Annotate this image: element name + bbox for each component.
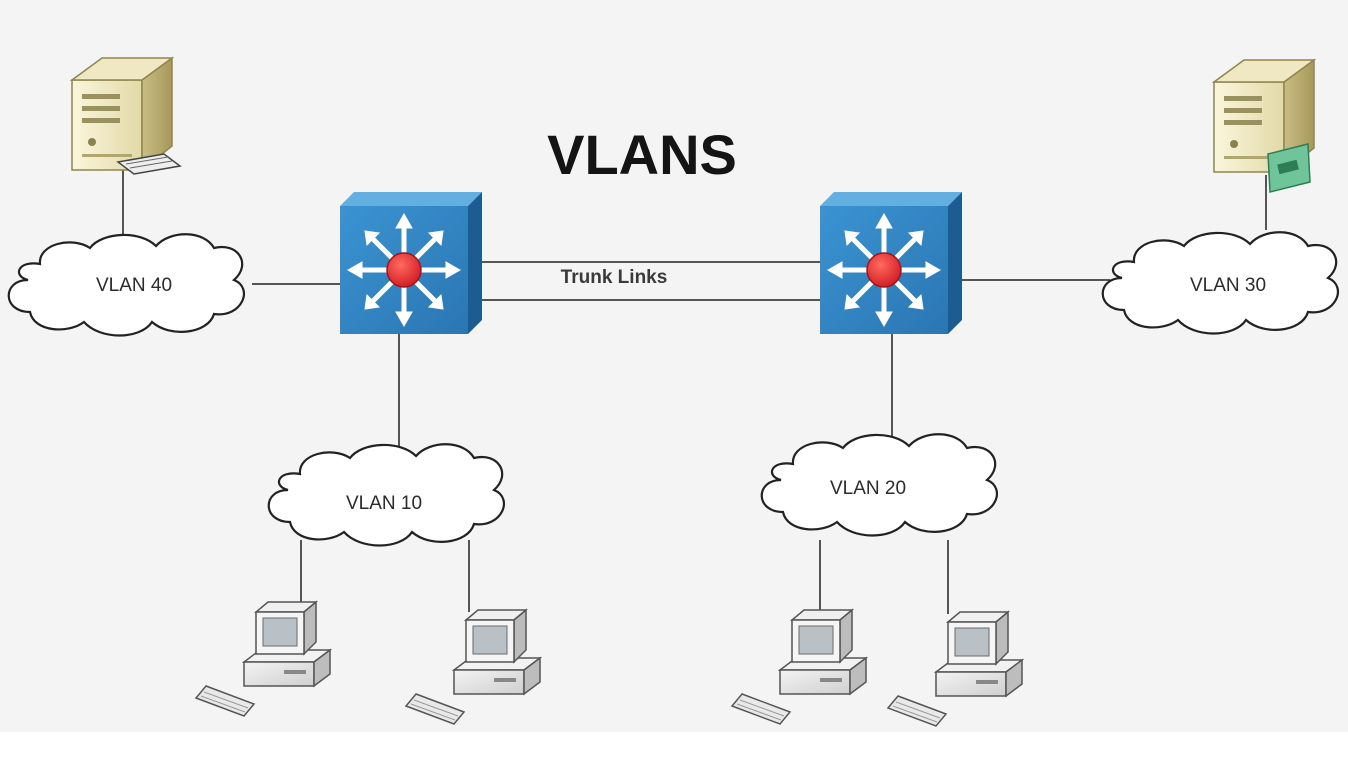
- server-left-icon: [71, 57, 182, 175]
- diagram-title: VLANS: [547, 123, 737, 186]
- vlan40-label: VLAN 40: [96, 275, 172, 296]
- vlan30-label: VLAN 30: [1190, 275, 1266, 296]
- vlan10-label: VLAN 10: [346, 493, 422, 514]
- vlan20-label: VLAN 20: [830, 478, 906, 499]
- switch-right-icon: [820, 192, 962, 334]
- links: [122, 170, 1267, 614]
- trunk-links-label: Trunk Links: [561, 267, 668, 288]
- bottom-margin: [0, 732, 1348, 768]
- server-right-icon: [1213, 59, 1315, 193]
- switch-left-icon: [340, 192, 482, 334]
